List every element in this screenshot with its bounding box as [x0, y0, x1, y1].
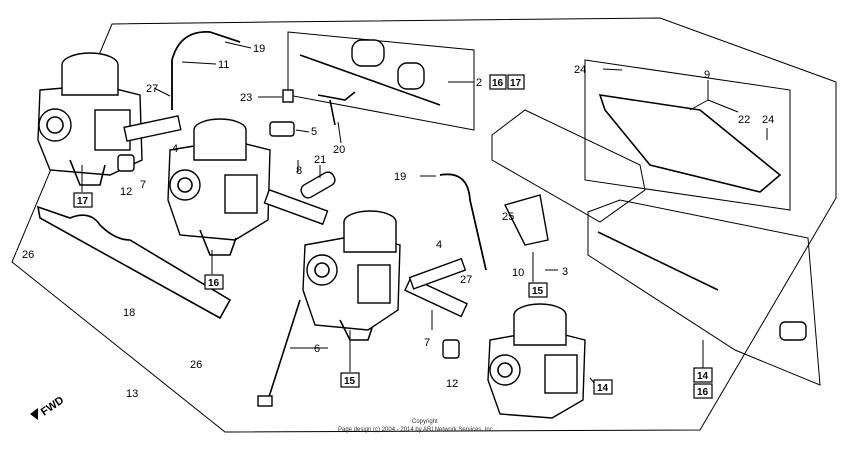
- boxed-16-shaft: 16: [693, 383, 713, 399]
- callout-4-left: 4: [172, 143, 178, 155]
- carburetor-16[interactable]: [167, 118, 271, 256]
- fuel-tube-11[interactable]: [171, 31, 241, 110]
- boxed-15-carb: 15: [340, 372, 360, 388]
- svg-text:14: 14: [697, 371, 709, 382]
- callout-18: 18: [123, 307, 135, 319]
- carburetor-14[interactable]: [487, 303, 586, 419]
- callout-13: 13: [126, 388, 138, 400]
- footer-copyright: Copyright: [412, 419, 438, 425]
- throttle-link-9[interactable]: [598, 94, 782, 193]
- svg-text:16: 16: [492, 78, 504, 89]
- joint-pipe-7b[interactable]: [404, 276, 468, 318]
- callout-19-lower: 19: [394, 171, 406, 183]
- callout-11: 11: [218, 59, 229, 71]
- boxed-14-carb: 14: [593, 379, 613, 395]
- callout-26-left: 26: [22, 249, 34, 261]
- leader-lines: [81, 41, 768, 386]
- footer-credit: Page design (c) 2004 - 2014 by ARI Netwo…: [338, 427, 495, 433]
- callout-8: 8: [296, 165, 302, 177]
- panel-choke-bracket: [491, 109, 646, 223]
- callout-6: 6: [314, 343, 320, 355]
- callout-20: 20: [333, 144, 345, 156]
- joint-pipe-8[interactable]: [263, 188, 329, 226]
- svg-text:15: 15: [344, 376, 356, 387]
- callout-9: 9: [704, 69, 710, 81]
- throttle-shaft-3[interactable]: [597, 231, 807, 341]
- panel-linkage: [287, 31, 475, 131]
- callout-7-left: 7: [140, 179, 146, 191]
- callout-12-left: 12: [120, 186, 132, 198]
- fuel-tube-19[interactable]: [439, 173, 487, 271]
- plate-5[interactable]: [269, 121, 295, 137]
- callout-10: 10: [512, 267, 524, 279]
- callout-labels: 19 11 27 23 5 20 21 8 4 7 12 2 24 9 22 2…: [22, 43, 774, 400]
- joint-pipe-4[interactable]: [408, 257, 467, 290]
- callout-7-right: 7: [424, 337, 430, 349]
- boxed-17-carb: 17: [73, 192, 93, 208]
- boxed-16-top: 16: [489, 74, 507, 90]
- screw-6[interactable]: [257, 299, 301, 407]
- boxed-15-bracket: 15: [528, 282, 548, 298]
- callout-2: 2: [476, 77, 482, 89]
- panel-throttle-shaft: [587, 199, 821, 386]
- spring-12a[interactable]: [117, 154, 135, 172]
- svg-text:14: 14: [597, 383, 609, 394]
- callout-4-right: 4: [436, 239, 442, 251]
- callout-24-right: 24: [762, 114, 774, 126]
- tube-21[interactable]: [299, 170, 337, 200]
- fuel-tube-holder-10[interactable]: [503, 194, 549, 246]
- callout-27-upper: 27: [146, 83, 158, 95]
- callout-19-upper: 19: [253, 43, 265, 55]
- boxed-16-carb: 16: [204, 274, 224, 290]
- fwd-arrow: [30, 408, 38, 420]
- callout-12-right: 12: [446, 378, 458, 390]
- fwd-label: FWD: [39, 394, 66, 418]
- svg-text:16: 16: [208, 278, 220, 289]
- svg-text:15: 15: [532, 286, 544, 297]
- stay-18[interactable]: [36, 205, 232, 320]
- callout-25: 25: [502, 211, 514, 223]
- bolt-23[interactable]: [282, 89, 294, 103]
- fitting-20[interactable]: [317, 91, 356, 126]
- callout-3: 3: [562, 266, 568, 278]
- svg-text:17: 17: [510, 78, 522, 89]
- svg-text:17: 17: [77, 196, 89, 207]
- spring-12b[interactable]: [442, 339, 460, 359]
- boxed-14-shaft: 14: [693, 367, 713, 383]
- callout-24-upper: 24: [574, 64, 586, 76]
- callout-5: 5: [311, 126, 317, 138]
- callout-27-lower: 27: [460, 274, 472, 286]
- boxed-labels: 16 17 17 16 15 15 14 14: [73, 74, 713, 399]
- assembly-border: [11, 17, 837, 433]
- callout-21: 21: [314, 154, 326, 166]
- boxed-17-top: 17: [507, 74, 525, 90]
- panel-throttle-link: [584, 59, 791, 211]
- choke-linkage-2[interactable]: [299, 39, 441, 106]
- joint-pipe-7a[interactable]: [123, 115, 182, 142]
- carburetor-15[interactable]: [302, 210, 401, 341]
- callout-22: 22: [738, 114, 750, 126]
- callout-23: 23: [240, 92, 252, 104]
- callout-26-lower: 26: [190, 359, 202, 371]
- svg-text:16: 16: [697, 387, 709, 398]
